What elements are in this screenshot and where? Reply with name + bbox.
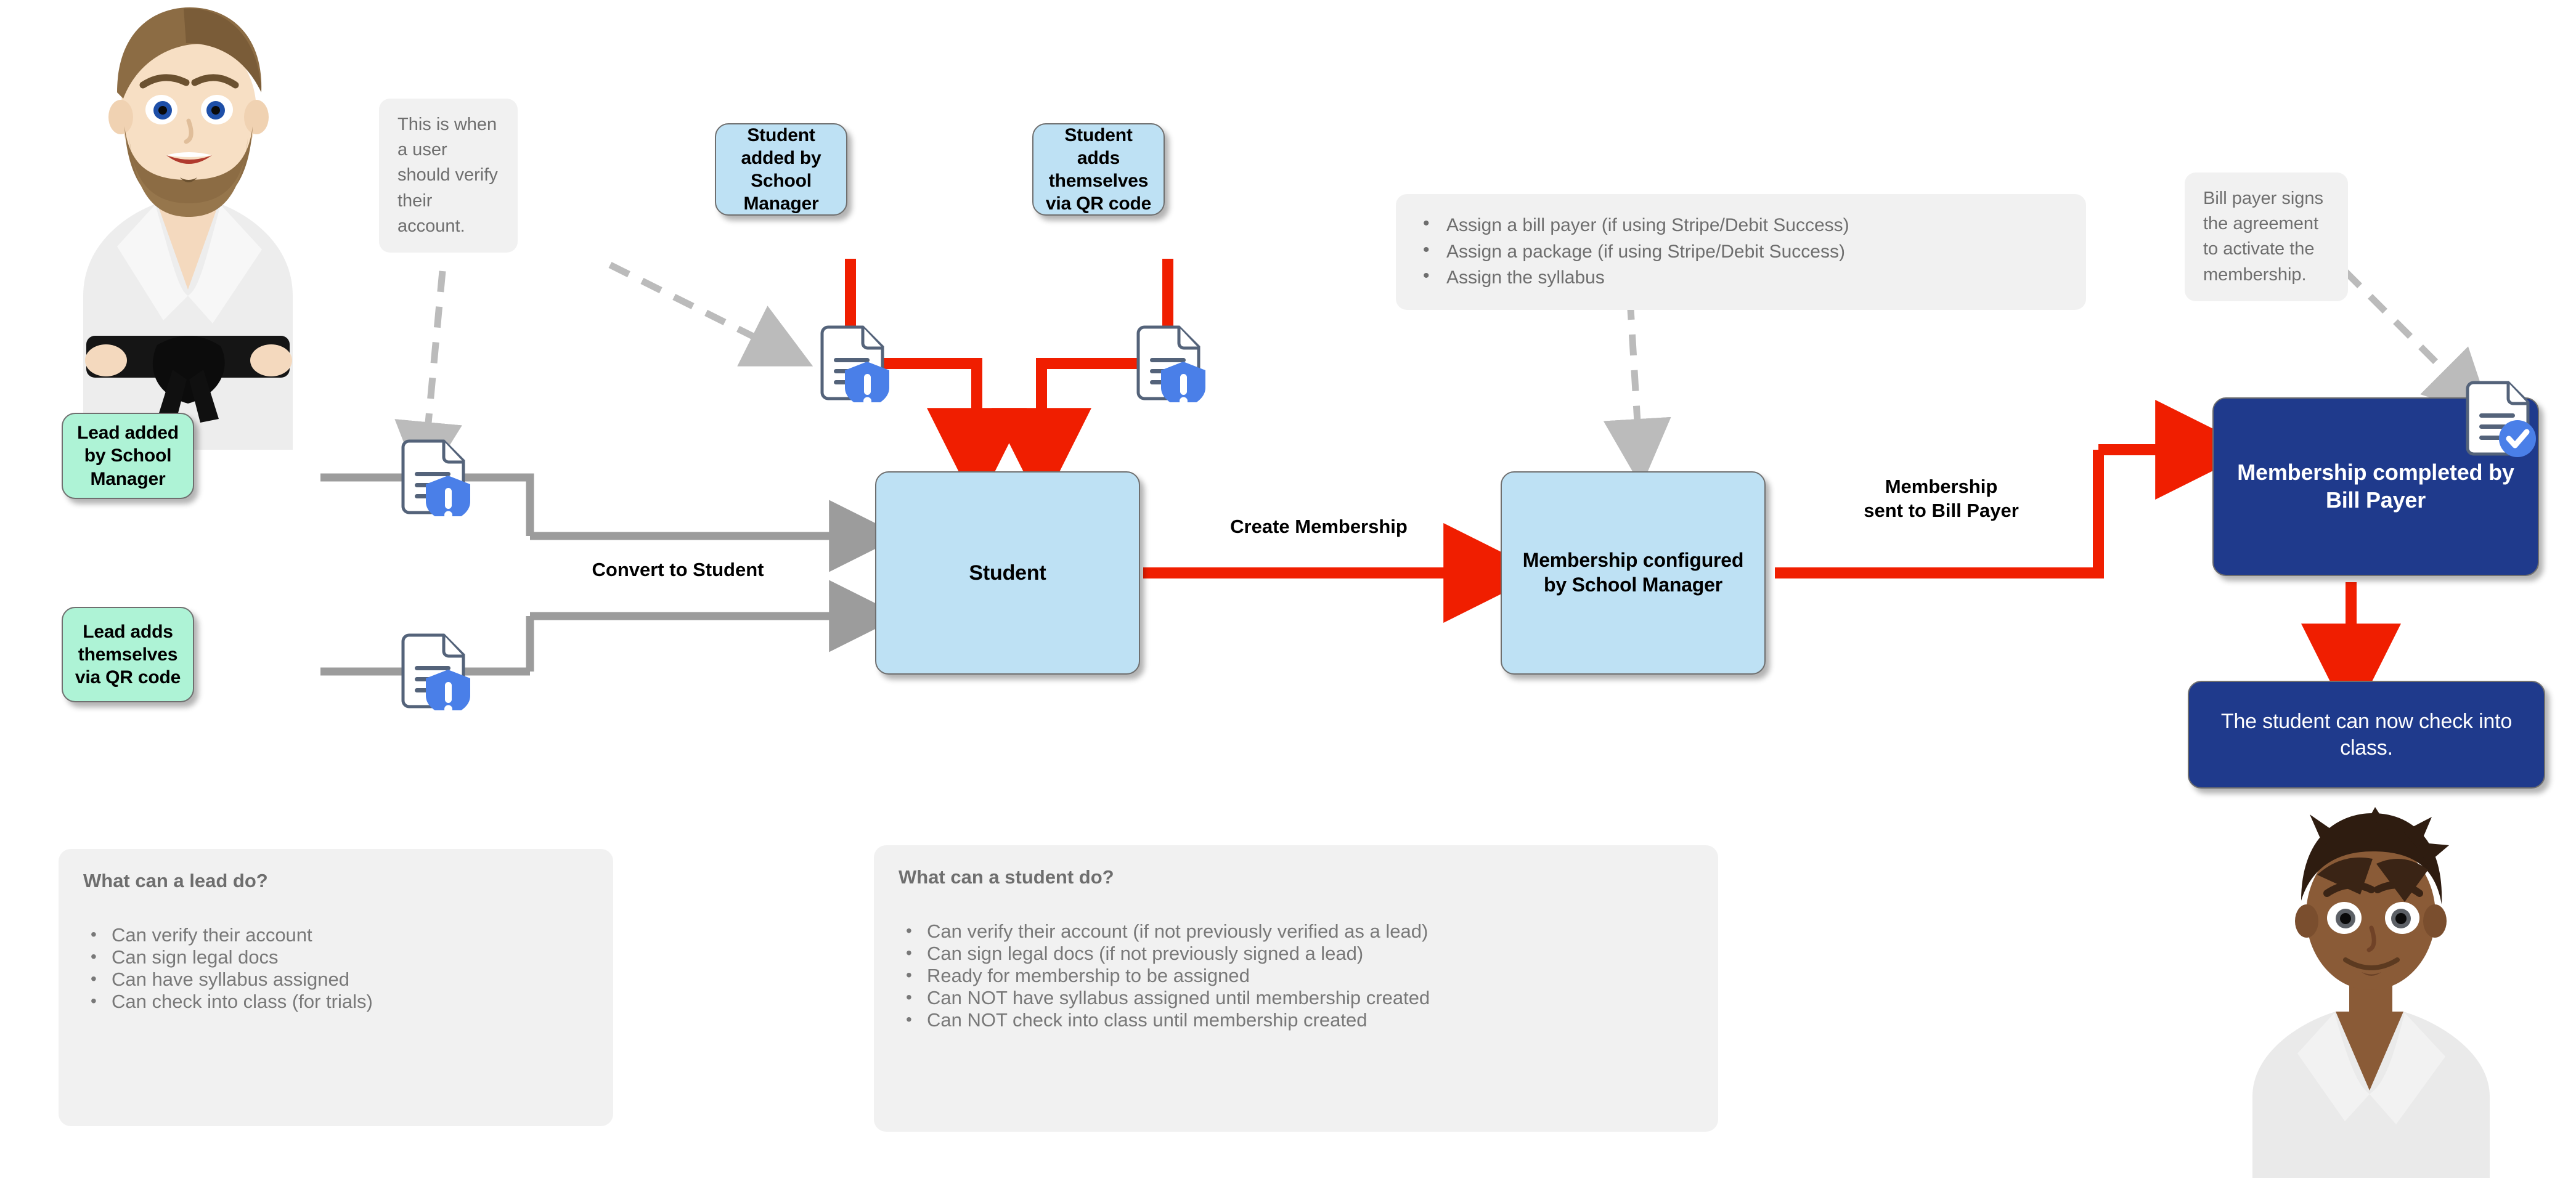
document-alert-icon: [394, 437, 473, 522]
node-student-can-check-into-class[interactable]: The student can now check into class.: [2188, 681, 2545, 789]
list-item: Can sign legal docs: [83, 944, 589, 968]
list-item: Ready for membership to be assigned: [899, 963, 1694, 987]
node-lead-adds-via-qr-code[interactable]: Lead adds themselves via QR code: [62, 607, 194, 702]
list-item: Can NOT have syllabus assigned until mem…: [899, 985, 1694, 1009]
list-item: Can sign legal docs (if not previously s…: [899, 941, 1694, 965]
list-item: Assign the syllabus: [1414, 264, 2068, 291]
node-student[interactable]: Student: [875, 471, 1140, 675]
list-item: Assign a bill payer (if using Stripe/Deb…: [1414, 211, 2068, 239]
node-student-adds-via-qr-code[interactable]: Student adds themselves via QR code: [1032, 123, 1165, 216]
list-item: Assign a package (if using Stripe/Debit …: [1414, 238, 2068, 266]
list-item: Can have syllabus assigned: [83, 967, 589, 991]
edge-label-convert-to-student: Convert to Student: [592, 559, 764, 580]
document-alert-icon: [813, 323, 892, 408]
document-alert-icon: [1130, 323, 1209, 408]
edge-label-create-membership: Create Membership: [1230, 516, 1408, 537]
panel-what-can-a-lead-do: What can a lead do? Can verify their acc…: [59, 849, 613, 1126]
list-item: Can verify their account (if not previou…: [899, 919, 1694, 943]
student-avatar: [2219, 807, 2551, 1178]
panel-what-can-a-student-do: What can a student do? Can verify their …: [874, 845, 1718, 1132]
node-student-added-by-school-manager[interactable]: Student added by School Manager: [715, 123, 847, 216]
document-alert-icon: [394, 631, 473, 716]
list-item: Can check into class (for trials): [83, 989, 589, 1013]
note-verify-account: This is when a user should verify their …: [379, 99, 518, 253]
node-membership-configured-by-school-manager[interactable]: Membership configured by School Manager: [1501, 471, 1766, 675]
lead-capability-list: Can verify their account Can sign legal …: [83, 922, 589, 1013]
edge-label-membership-sent-to-bill-payer: Membership sent to Bill Payer: [1864, 476, 2019, 522]
note-membership-configuration-steps: Assign a bill payer (if using Stripe/Deb…: [1396, 194, 2086, 310]
list-item: Can verify their account: [83, 922, 589, 946]
node-lead-added-by-school-manager[interactable]: Lead added by School Manager: [62, 413, 194, 499]
panel-title: What can a student do?: [899, 866, 1114, 888]
list-item: Can NOT check into class until membershi…: [899, 1007, 1694, 1031]
instructor-avatar: [25, 0, 351, 450]
document-verified-icon: [2459, 379, 2538, 458]
note-bill-payer-signs: Bill payer signs the agreement to activa…: [2185, 172, 2348, 301]
student-capability-list: Can verify their account (if not previou…: [899, 919, 1694, 1031]
configure-steps-list: Assign a bill payer (if using Stripe/Deb…: [1414, 211, 2068, 291]
panel-title: What can a lead do?: [83, 870, 268, 891]
